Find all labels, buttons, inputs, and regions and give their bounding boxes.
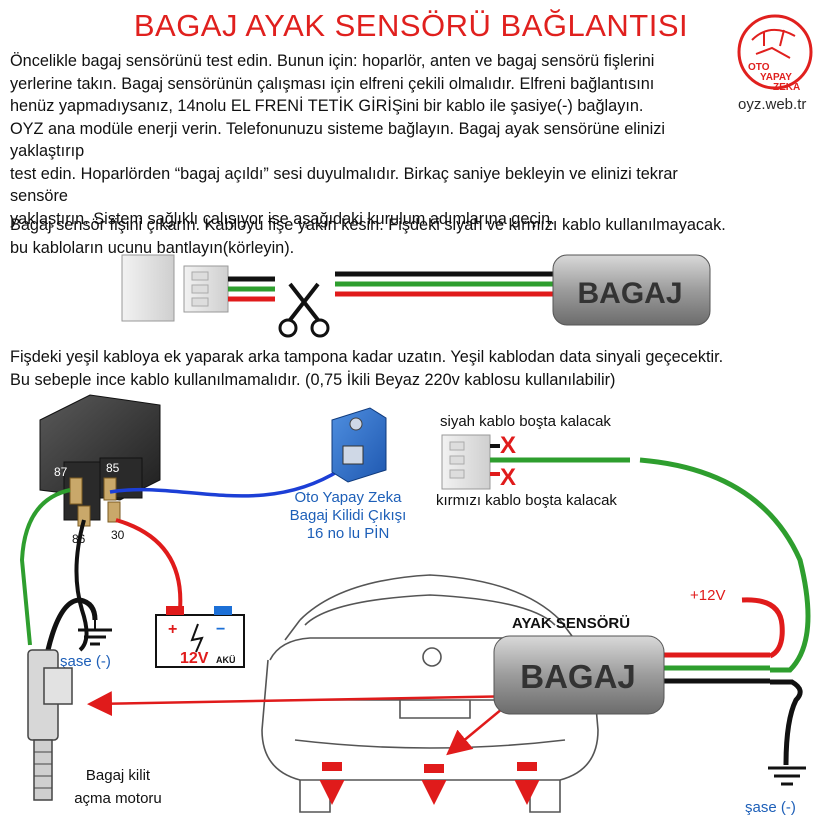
battery-voltage: 12V [180,650,209,667]
intro-line: yaklaştırın. Sistem sağlıklı çalışıyor i… [10,209,555,228]
trunk-lock-motor [27,649,73,801]
relay: 87 85 86 30 [39,394,161,546]
step1-paragraph: Bagaj sensör fişini çıkarın. Kabloyu fiş… [10,214,726,259]
scissors-icon [278,282,330,338]
step1-line: bu kabloların ucunu bantlayın(körleyin). [10,238,295,257]
intro-line: OYZ ana modüle enerji verin. Telefonunuz… [10,119,665,161]
wire-ground-right [770,679,803,766]
oyz-terminal-block [331,407,387,483]
intro-line: test edin. Hoparlörden “bagaj açıldı” se… [10,164,678,206]
step1-line: Bagaj sensör fişini çıkarın. Kabloyu fiş… [10,216,726,234]
pin-85 [103,477,117,501]
pin-30 [107,501,121,523]
connector-body [121,254,175,322]
oyz-output-line3: 16 no lu PİN [307,524,390,542]
foot-sensor: BAGAJ [493,635,770,715]
wire-86-black [74,519,89,652]
pin-87 [69,477,83,505]
cross-icon-red: X [500,464,516,491]
motor-label-line1: Bagaj kilit [86,767,151,784]
wire-87-green [19,488,71,646]
sensor-plug-mid: X X [441,432,630,491]
battery-minus-terminal [214,606,232,615]
sensor-label-bottom: BAGAJ [520,658,636,695]
pin-30-label: 30 [111,528,125,542]
logo-line2: YAPAY [760,72,792,83]
bagaj-sensor-box-bottom [493,635,665,715]
rear-light-center [424,764,444,773]
logo-circuit-icon [751,29,796,59]
logo-line1: OTO [748,62,770,73]
wire-30-red [115,518,183,611]
oyz-output-line2: Bagaj Kilidi Çıkışı [290,507,407,524]
battery-suffix: AKÜ [216,655,236,665]
motor-rod [33,739,53,801]
ground-label-right: şase (-) [745,799,796,816]
motor-label-line2: açma motoru [74,790,162,807]
bagaj-sensor-box-top [552,254,711,326]
battery-plus-sign: + [168,621,177,638]
wire-85-blue [109,468,341,498]
step2-line: Fişdeki yeşil kabloya ek yaparak arka ta… [10,348,724,366]
battery-minus-sign: − [216,621,225,638]
rear-light-right [517,762,537,771]
black-cable-note: siyah kablo boşta kalacak [440,413,611,430]
step2-paragraph: Fişdeki yeşil kabloya ek yaparak arka ta… [10,346,723,391]
red-cable-note: kırmızı kablo boşta kalacak [436,492,617,509]
logo-line3: ZEKA [773,82,800,93]
sensor-label-top: BAGAJ [577,277,682,310]
page-title: BAGAJ AYAK SENSÖRÜ BAĞLANTISI [133,8,689,43]
wire-motor-ground [45,597,98,651]
arrow-to-motor [87,691,521,717]
logo-url: oyz.web.tr [738,96,806,113]
ground-label-left: şase (-) [60,653,111,670]
rear-light-left [322,762,342,771]
lightning-icon [190,623,204,653]
ground-icon-right [768,766,806,786]
intro-line: Öncelikle bagaj sensörünü test edin. Bun… [10,52,655,70]
oyz-logo: OTO YAPAY ZEKA oyz.web.tr [737,14,813,113]
battery: + − 12V AKÜ [155,606,245,668]
logo-head-outline [737,14,813,90]
pin-87-label: 87 [54,465,68,479]
foot-sensor-title: AYAK SENSÖRÜ [512,615,630,632]
battery-plus-terminal [166,606,184,615]
step2-line: Bu sebeple ince kablo kullanılmamalıdır.… [10,370,616,389]
oyz-output-line1: Oto Yapay Zeka [294,489,402,506]
cross-icon-black: X [500,432,516,459]
intro-line: henüz yapmadıysanız, 14nolu EL FRENİ TET… [10,97,644,115]
intro-paragraph: Öncelikle bagaj sensörünü test edin. Bun… [10,50,726,230]
intro-line: yerlerine takın. Bagaj sensörünün çalışm… [10,74,655,93]
terminal-screw-icon [349,417,363,431]
pin-85-label: 85 [106,461,120,475]
plus12-label: +12V [690,587,725,604]
cut-cable-illustration: BAGAJ [121,254,711,338]
wire-plus12-red [741,597,785,659]
wire-green-extension [639,457,811,673]
ground-icon-left [78,620,112,646]
